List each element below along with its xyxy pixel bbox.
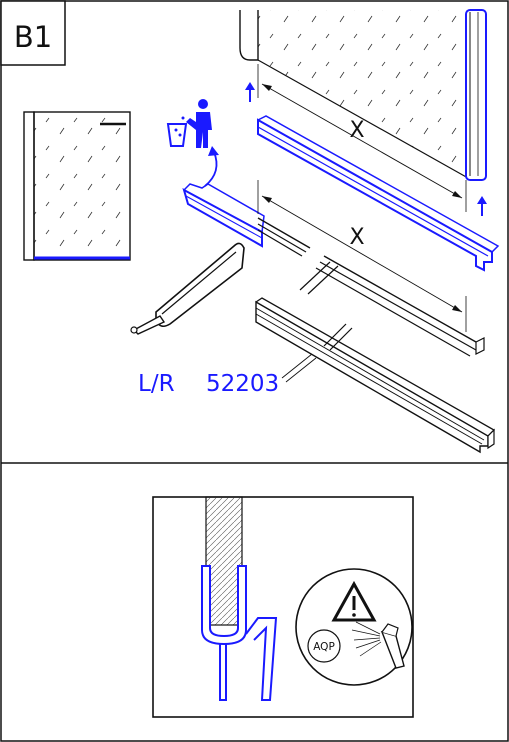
- warning-circle: AQP: [295, 568, 413, 686]
- step-badge: B1: [0, 0, 66, 66]
- lift-arrow-left-icon: [245, 82, 255, 102]
- spray-nozzle-icon: [351, 621, 405, 669]
- seal-cut-profile: [257, 217, 485, 357]
- dimension-label-lower: X: [349, 225, 364, 250]
- dimension-label-upper: X: [349, 118, 364, 143]
- warning-triangle-icon: [331, 580, 377, 622]
- discard-arrow-icon: [204, 146, 219, 187]
- hacksaw-icon: [130, 242, 245, 335]
- dimension-lower: X: [257, 180, 467, 332]
- dimension-upper: X: [257, 64, 467, 212]
- trash-person-icon: [166, 99, 212, 148]
- part-side-label: L/R: [138, 371, 175, 397]
- seal-reference-profile: [255, 297, 496, 454]
- old-seal-profile: [182, 183, 265, 248]
- shower-screen-overview: [23, 111, 131, 261]
- part-code: L/R 52203: [138, 353, 317, 397]
- step-label: B1: [14, 20, 52, 54]
- lift-arrow-right-icon: [477, 196, 487, 216]
- new-seal-profile: [257, 115, 500, 272]
- aqp-label: AQP: [313, 641, 335, 653]
- part-number-label: 52203: [206, 371, 279, 397]
- aqp-badge: AQP: [307, 629, 341, 663]
- glass-panel: [239, 9, 487, 181]
